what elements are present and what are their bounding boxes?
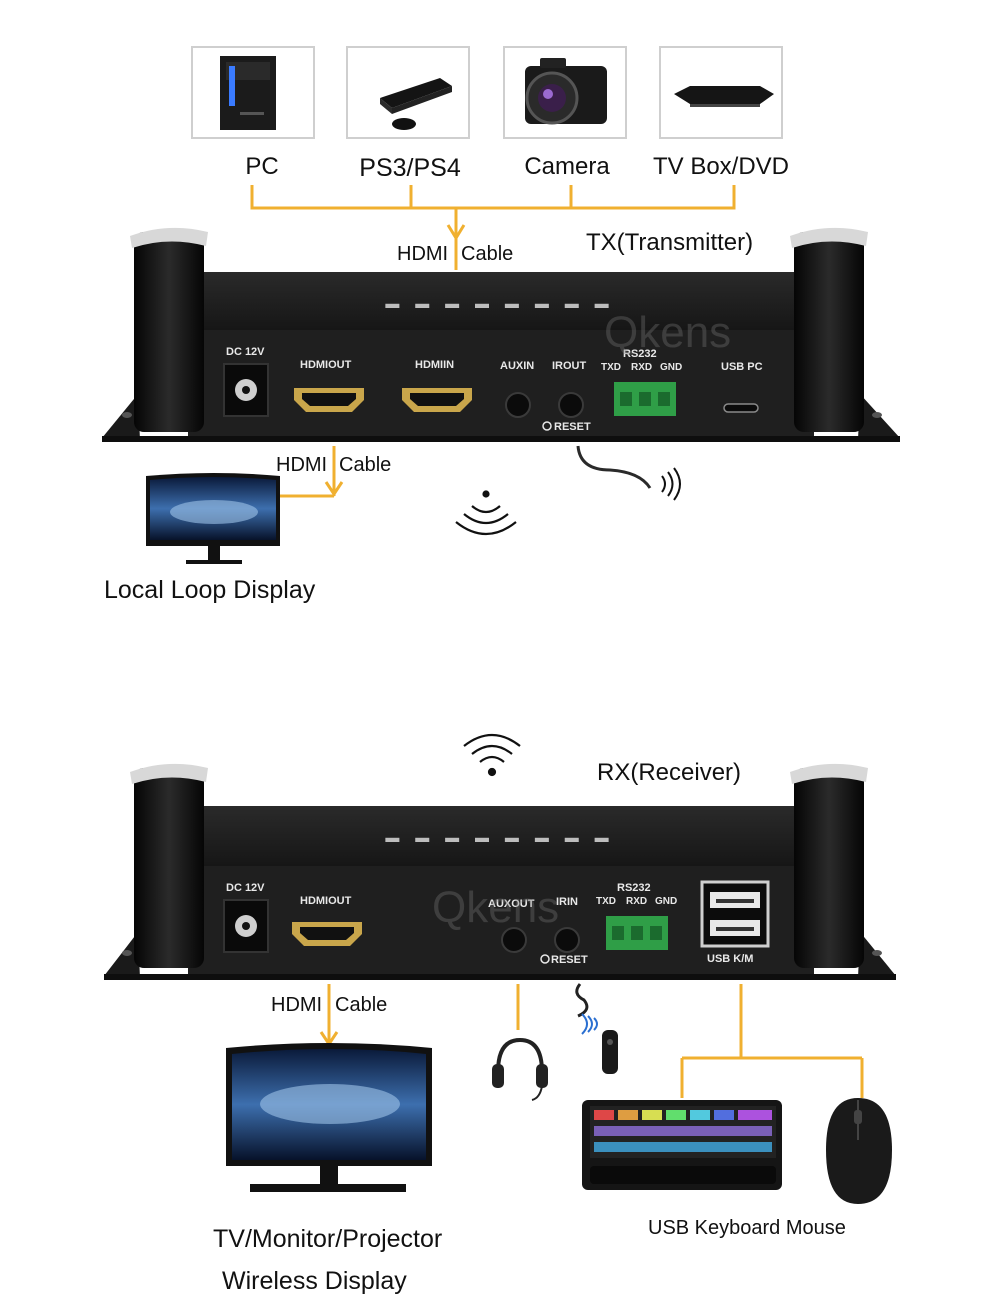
tx-cable-out-cable: Cable (339, 454, 391, 476)
local-monitor-icon (146, 473, 280, 564)
rx-port-rs232-label: RS232 (617, 882, 651, 894)
rx-rs232-terminal (606, 916, 668, 950)
source-camera (503, 46, 627, 139)
rx-port-auxout-label: AUXOUT (488, 898, 535, 910)
tx-reset-label: RESET (554, 421, 591, 433)
ir-emitter-icon (661, 467, 681, 501)
source-pc (191, 46, 315, 139)
rx-cable-out-hdmi: HDMI (271, 994, 322, 1016)
tx-cable-in-hdmi: HDMI (397, 243, 448, 265)
tx-port-usb-label: USB PC (721, 361, 763, 373)
tx-ir-cable (576, 445, 652, 489)
tx-rs232-terminal (614, 382, 676, 416)
rx-usb-wires (680, 984, 864, 1098)
tx-port-dc-label: DC 12V (226, 346, 265, 358)
tx-port-gnd-label: GND (660, 362, 682, 373)
source-wires (250, 185, 736, 270)
tx-port-rs232-label: RS232 (623, 348, 657, 360)
rx-aux-out-jack (501, 927, 527, 953)
rx-display-label-2: Wireless Display (222, 1267, 407, 1295)
tx-port-txd-label: TXD (601, 362, 621, 373)
wireless-monitor-icon (226, 1043, 432, 1192)
source-ps (346, 46, 470, 139)
dvd-player-icon (674, 86, 774, 107)
tx-port-auxin-label: AUXIN (500, 360, 534, 372)
rx-ir-in-jack (554, 927, 580, 953)
source-tvbox (659, 46, 783, 139)
pc-tower-icon (220, 56, 276, 130)
rx-port-txd-label: TXD (596, 896, 616, 907)
tx-watermark: Qkens (604, 308, 731, 357)
rx-port-usb-label: USB K/M (707, 953, 753, 965)
ir-receiver-icon (581, 1013, 598, 1035)
rx-watermark: Qkens (432, 883, 559, 932)
source-label-ps: PS3/PS4 (359, 154, 461, 182)
source-label-camera: Camera (524, 153, 610, 180)
rx-port-rxd-label: RXD (626, 896, 647, 907)
tx-port-hdmiin-label: HDMIIN (415, 359, 454, 371)
svg-text:▬ ▬ ▬ ▬ ▬ ▬ ▬ ▬: ▬ ▬ ▬ ▬ ▬ ▬ ▬ ▬ (385, 295, 614, 311)
rx-device: ▬ ▬ ▬ ▬ ▬ ▬ ▬ ▬ DC 12V HDMIOUT AUXOUT IR… (104, 763, 896, 980)
rx-cable-out-cable: Cable (335, 994, 387, 1016)
camera-icon (525, 58, 607, 125)
rx-title: RX(Receiver) (597, 759, 741, 786)
tx-title: TX(Transmitter) (586, 229, 753, 256)
tx-device: ▬ ▬ ▬ ▬ ▬ ▬ ▬ ▬ DC 12V HDMIOUT HDMIIN AU… (102, 227, 900, 442)
tx-port-rxd-label: RXD (631, 362, 652, 373)
tx-hdmi-out-wire (280, 446, 344, 498)
rx-port-irin-label: IRIN (556, 896, 578, 908)
tx-cable-out-hdmi: HDMI (276, 454, 327, 476)
tx-usb-c-port (723, 403, 759, 413)
rx-port-dc-label: DC 12V (226, 882, 265, 894)
tx-cable-in-cable: Cable (461, 243, 513, 265)
local-display-label: Local Loop Display (104, 576, 316, 604)
wireless-signal-icon-tx (455, 490, 517, 535)
usb-km-label: USB Keyboard Mouse (648, 1217, 846, 1239)
source-label-tvbox: TV Box/DVD (653, 153, 789, 180)
tx-aux-in-jack (505, 392, 531, 418)
rx-reset-label: RESET (551, 954, 588, 966)
headphones-icon (492, 1037, 548, 1101)
rx-port-hdmiout-label: HDMIOUT (300, 895, 352, 907)
keyboard-icon (582, 1100, 782, 1190)
wireless-signal-icon-rx (463, 734, 521, 777)
tx-ir-out-jack (558, 392, 584, 418)
rx-display-label-1: TV/Monitor/Projector (213, 1225, 442, 1253)
game-console-icon (380, 78, 452, 130)
tx-port-hdmiout-label: HDMIOUT (300, 359, 352, 371)
mouse-icon (826, 1098, 892, 1204)
remote-control-icon (602, 1030, 618, 1074)
source-label-pc: PC (245, 153, 278, 180)
svg-text:▬ ▬ ▬ ▬ ▬ ▬ ▬ ▬: ▬ ▬ ▬ ▬ ▬ ▬ ▬ ▬ (385, 829, 614, 845)
rx-port-gnd-label: GND (655, 896, 677, 907)
tx-port-irout-label: IROUT (552, 360, 587, 372)
rx-ir-cable (575, 983, 589, 1018)
rx-usb-ports (700, 880, 770, 948)
